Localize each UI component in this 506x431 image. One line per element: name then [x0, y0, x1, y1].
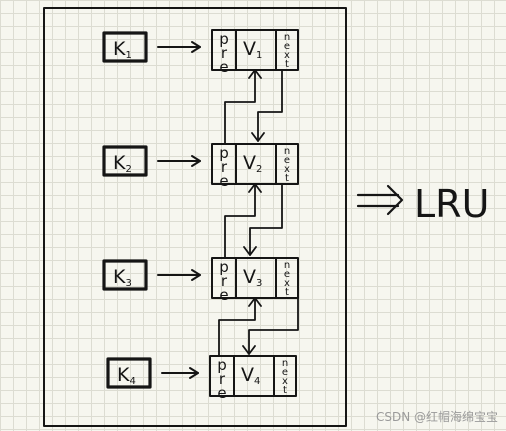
watermark: CSDN @红帽海绵宝宝 [375, 410, 498, 424]
key-label: K1 [113, 38, 132, 61]
link-up-arrow [218, 297, 256, 356]
link-up-arrow [224, 69, 256, 144]
value-field: V4 [241, 364, 260, 387]
links-3-4 [218, 297, 299, 356]
value-field: V2 [243, 152, 262, 175]
links-1-2 [224, 69, 283, 144]
arrow-head [248, 69, 262, 79]
arrow-head [191, 269, 201, 281]
link-down-arrow [249, 183, 283, 256]
arrow-head [248, 183, 262, 193]
lru-label: LRU [414, 182, 489, 226]
arrow-head [242, 345, 256, 355]
value-field: V3 [243, 266, 262, 289]
key-box [106, 357, 152, 389]
link-down-arrow [257, 69, 283, 142]
arrow-head [191, 41, 201, 53]
key-label: K3 [113, 266, 132, 289]
key-label: K4 [117, 364, 136, 387]
arrow-head [191, 155, 201, 167]
link-down-arrow [248, 297, 299, 355]
key-box [102, 259, 148, 291]
key-box [102, 145, 148, 177]
implies-arrow [356, 184, 404, 216]
arrow-head [248, 297, 262, 307]
arrow-head [243, 246, 257, 256]
key-box [102, 31, 148, 63]
hash-container [43, 7, 347, 427]
value-field: V1 [243, 38, 262, 61]
node-box [209, 355, 297, 397]
links-2-3 [224, 183, 283, 258]
arrow-head [251, 132, 265, 142]
key-label: K2 [113, 152, 132, 175]
arrow-head [189, 367, 199, 379]
link-up-arrow [224, 183, 256, 258]
